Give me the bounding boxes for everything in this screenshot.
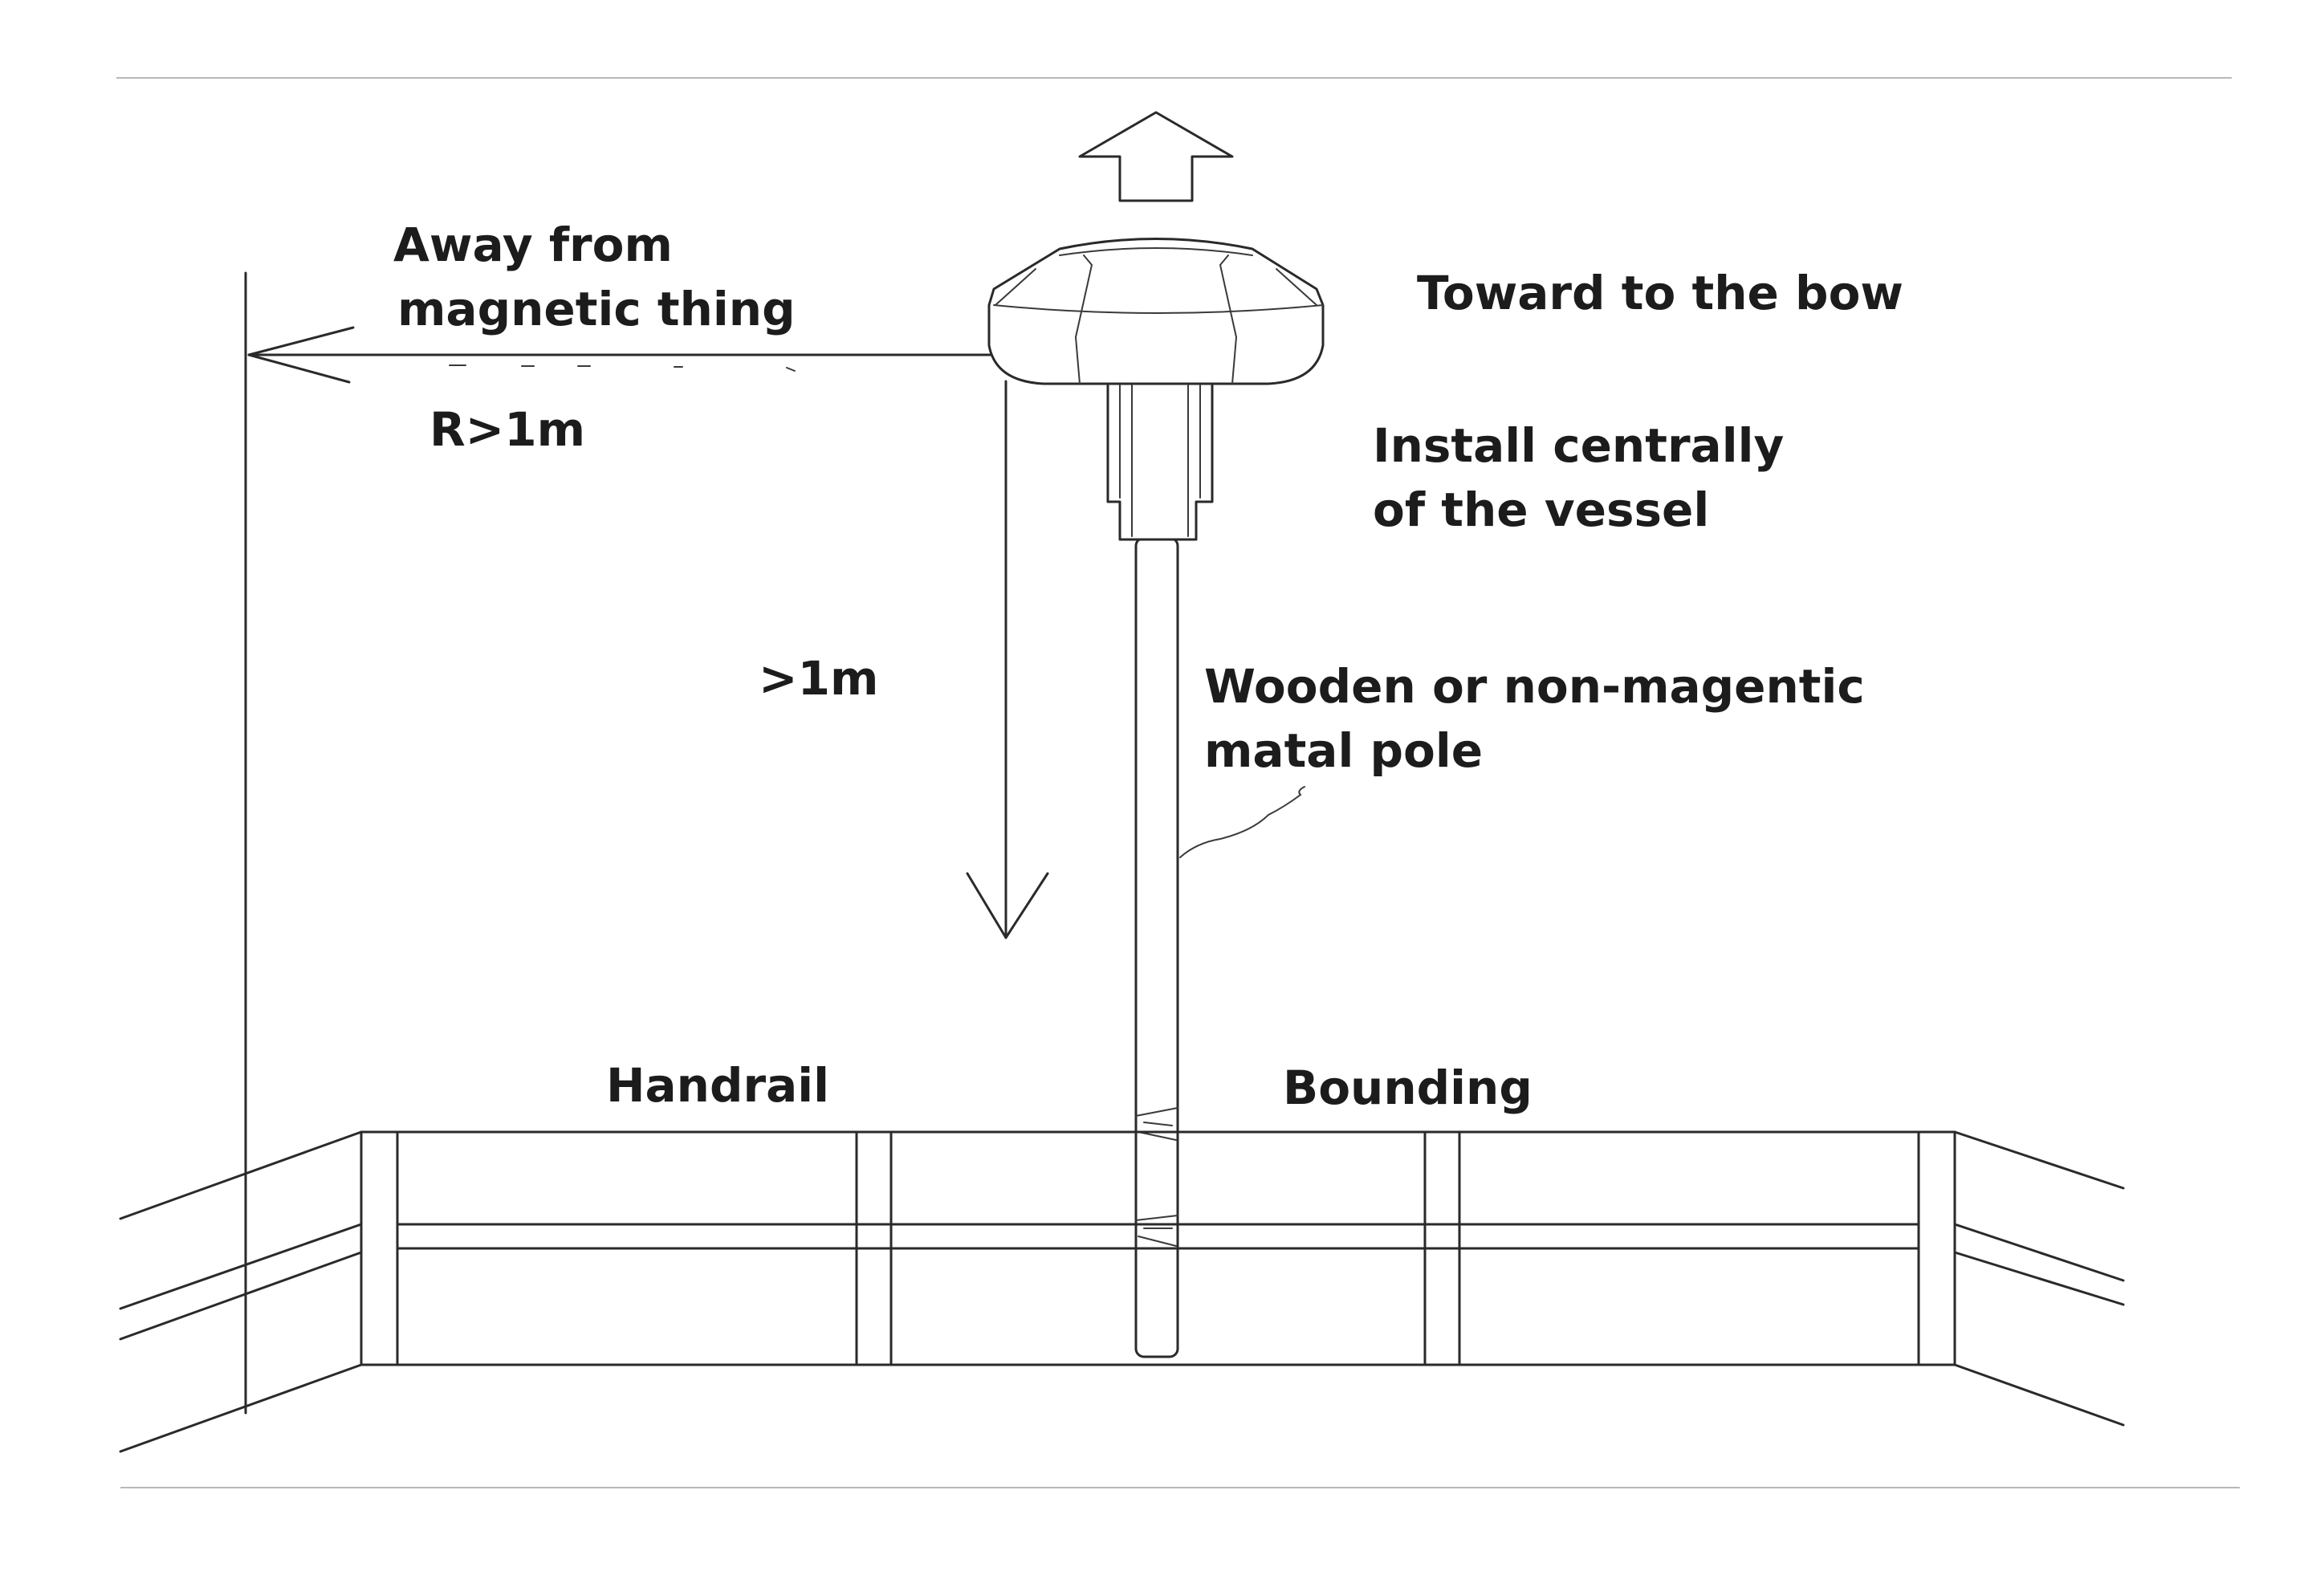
bow-label: Toward to the bow <box>1417 266 1903 320</box>
install-label-line2: of the vessel <box>1373 482 1709 537</box>
handrail-structure <box>119 1130 2125 1453</box>
install-label-line1: Install centrally <box>1373 418 1784 473</box>
height-label: >1m <box>759 651 878 706</box>
pole-leader-line <box>1179 786 1305 858</box>
bounding-label: Bounding <box>1283 1061 1533 1115</box>
sensor-unit <box>987 238 1325 541</box>
radius-arrow <box>247 326 993 384</box>
away-label-line2: magnetic thing <box>397 282 796 336</box>
handrail-label: Handrail <box>606 1058 829 1113</box>
pole-label-line1: Wooden or non-magentic <box>1204 659 1865 714</box>
pole-label-line2: matal pole <box>1204 723 1483 778</box>
radius-label: R>1m <box>429 402 585 457</box>
bow-direction-arrow <box>1078 111 1234 202</box>
away-label-line1: Away from <box>393 218 673 272</box>
height-arrow <box>966 380 1049 939</box>
mounting-pole <box>1134 536 1179 1358</box>
